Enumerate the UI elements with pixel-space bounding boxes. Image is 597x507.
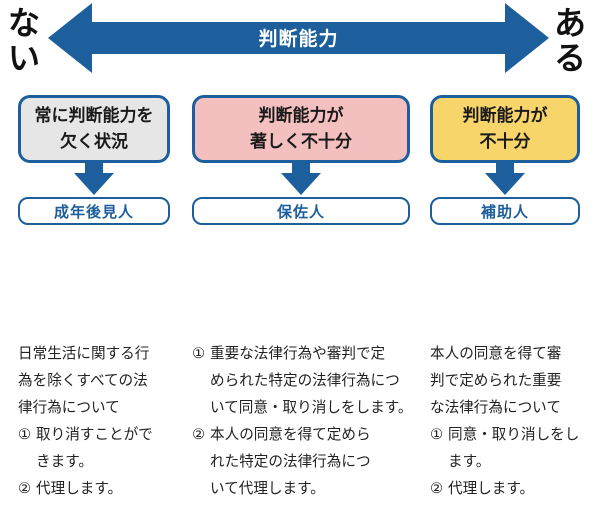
item-text-continued: いて代理します。 xyxy=(210,480,325,497)
role-label: 補助人 xyxy=(430,197,580,225)
role-label: 保佐人 xyxy=(192,197,410,225)
state-box: 判断能力が 著しく不十分 xyxy=(192,95,410,163)
item-text: 取り消すことがで xyxy=(36,426,153,443)
item-text-continued: きます。 xyxy=(36,453,93,470)
item-number: ② xyxy=(430,480,444,497)
role-text: 保佐人 xyxy=(276,202,325,221)
role-text: 補助人 xyxy=(480,202,529,221)
judgment-scale-arrow xyxy=(48,3,549,73)
item-text: 重要な法律行為や審判で定 xyxy=(210,345,386,362)
description-line: 為を除くすべての法 xyxy=(18,372,148,389)
down-arrow-icon xyxy=(485,161,525,195)
scale-low-text: ない xyxy=(7,4,40,77)
scale-high-text: ある xyxy=(553,4,586,77)
item-text-continued: いて同意・取り消しをします。 xyxy=(210,399,413,416)
item-text: 代理します。 xyxy=(448,480,535,497)
item-number: ① xyxy=(192,345,206,362)
down-arrow-icon xyxy=(74,161,114,195)
scale-low-label: ない xyxy=(4,6,44,76)
description-line: な法律行為について xyxy=(430,399,561,416)
state-text: 判断能力が 不十分 xyxy=(462,106,548,152)
description-line: 律行為について xyxy=(18,399,120,416)
item-number: ② xyxy=(18,480,32,497)
description-line: 日常生活に関する行 xyxy=(18,345,150,362)
state-box: 常に判断能力を 欠く状況 xyxy=(18,95,170,163)
item-text-continued: れた特定の法律行為につ xyxy=(210,453,371,470)
state-box: 判断能力が 不十分 xyxy=(430,95,580,163)
role-text: 成年後見人 xyxy=(53,202,134,221)
state-text: 常に判断能力を 欠く状況 xyxy=(34,106,154,152)
arrow-label: 判断能力 xyxy=(258,28,339,50)
description-line: 判で定められた重要 xyxy=(430,372,562,389)
item-text: 本人の同意を得て定めら xyxy=(210,426,371,443)
item-number: ① xyxy=(18,426,32,443)
role-label: 成年後見人 xyxy=(18,197,170,225)
scale-high-label: ある xyxy=(550,6,590,76)
item-text-continued: められた特定の法律行為につ xyxy=(210,372,400,389)
item-text: 同意・取り消しをし xyxy=(448,426,580,443)
description-line: 本人の同意を得て審 xyxy=(430,345,562,362)
down-arrow-icon xyxy=(281,161,321,195)
item-text-continued: ます。 xyxy=(448,453,491,470)
item-text: 代理します。 xyxy=(36,480,123,497)
item-number: ② xyxy=(192,426,206,443)
item-number: ① xyxy=(430,426,444,443)
state-text: 判断能力が 著しく不十分 xyxy=(250,106,352,152)
